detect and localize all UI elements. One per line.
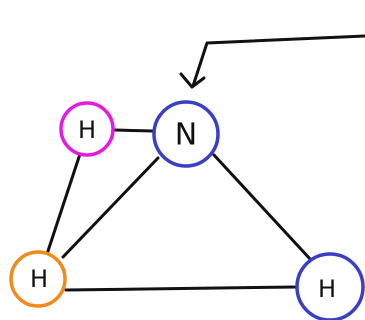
node-h2-circle (9, 250, 67, 308)
bond-h2-h3 (64, 285, 299, 292)
node-h2: H (9, 250, 67, 308)
bond-h1-h2 (45, 152, 82, 256)
node-h3-label: H (318, 275, 336, 303)
pointer-arrow (191, 34, 365, 88)
node-n-label: N (175, 118, 197, 153)
node-h2-label: H (30, 265, 48, 293)
pointer-arrowhead (179, 72, 206, 89)
node-n: N (152, 100, 220, 168)
bond-n-h3 (212, 153, 313, 262)
node-h1-circle (59, 101, 115, 157)
node-h3-circle (295, 252, 365, 320)
bond-h1-n (113, 128, 155, 133)
node-h3: H (295, 252, 365, 320)
node-n-circle (152, 100, 220, 168)
bond-n-h2 (61, 156, 160, 259)
node-h1-label: H (78, 116, 96, 144)
node-h1: H (59, 101, 115, 157)
